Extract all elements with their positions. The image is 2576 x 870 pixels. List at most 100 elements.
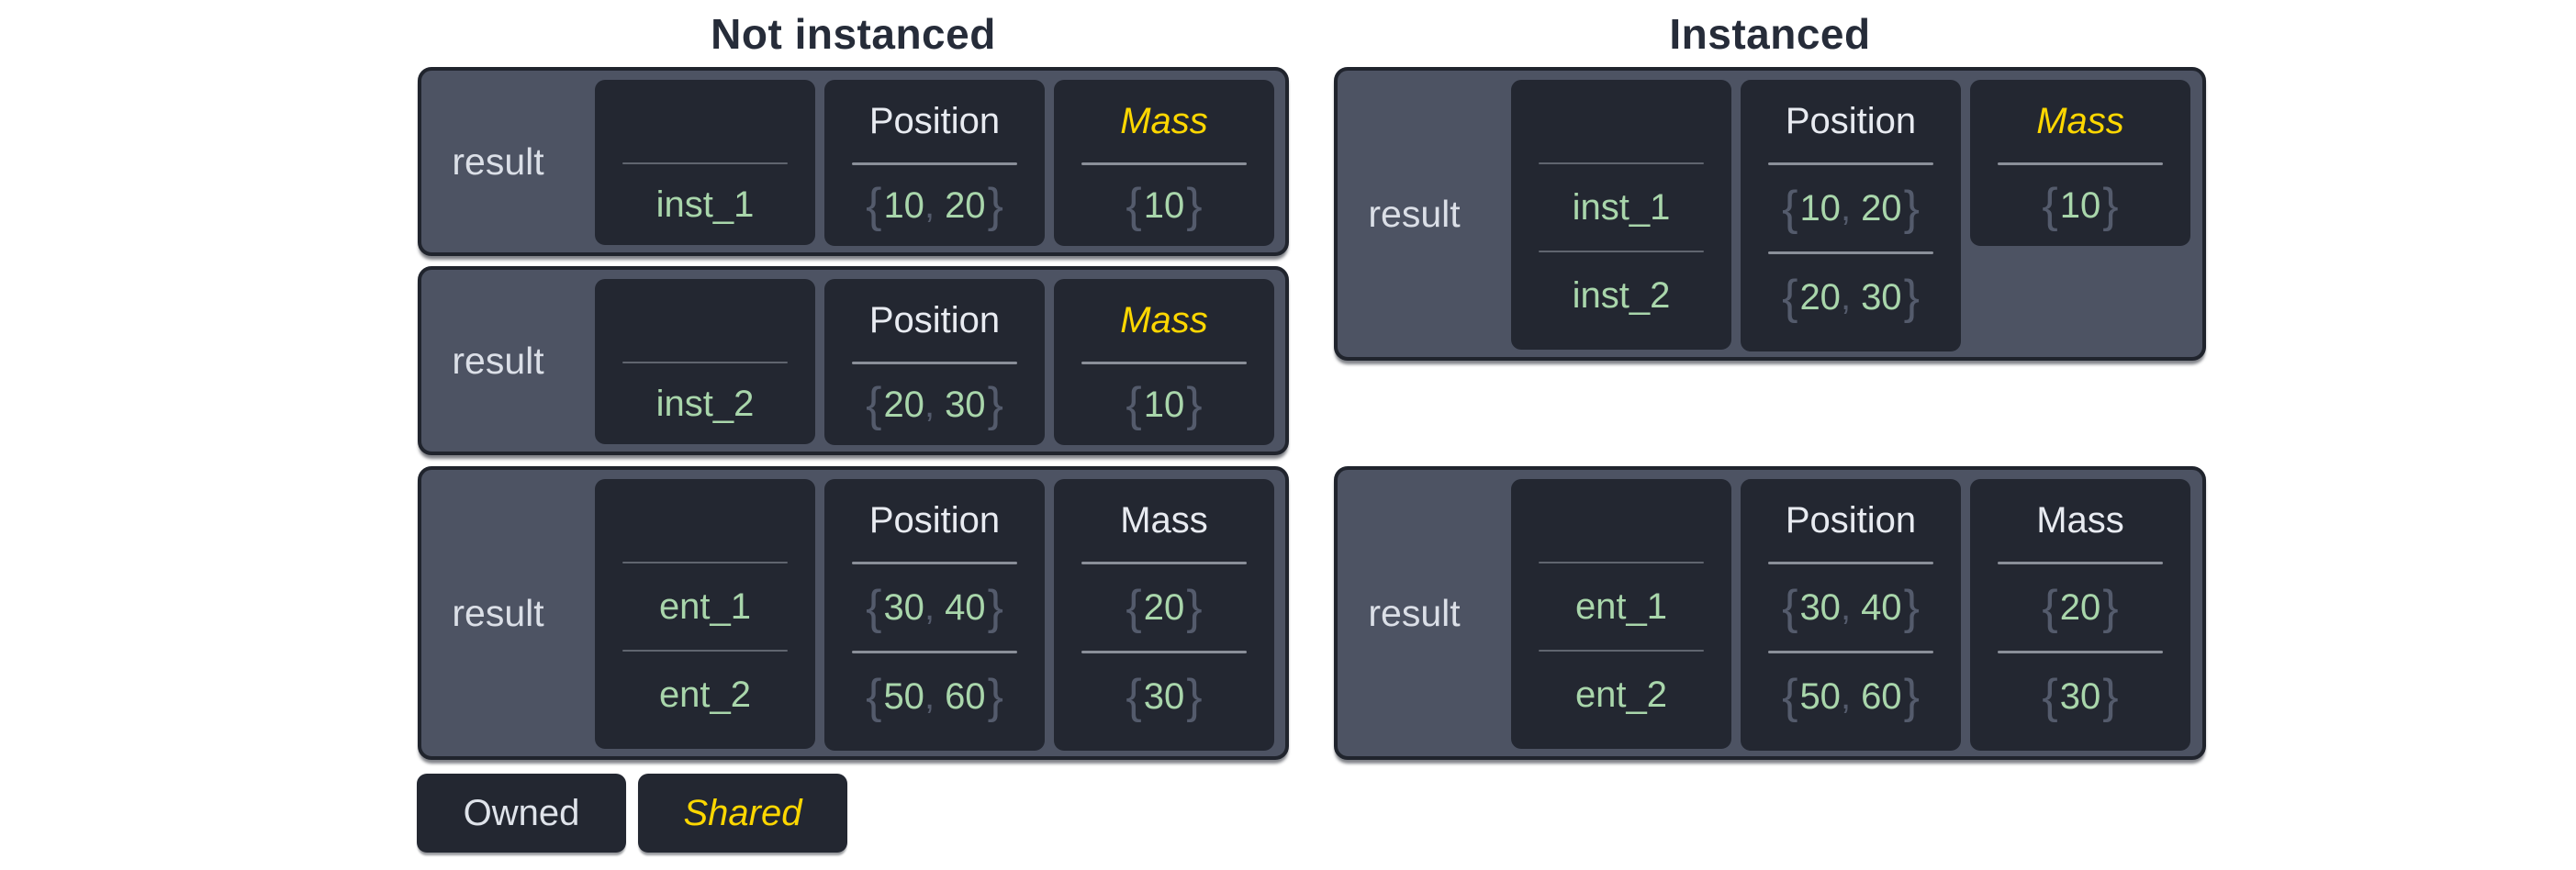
position-column: Position {30,40} {50,60} bbox=[1741, 479, 1961, 751]
result-table-entities: result ent_1 ent_2 Position {30,40} {50,… bbox=[418, 466, 1289, 760]
header-divider bbox=[1768, 162, 1933, 165]
comma: , bbox=[924, 184, 935, 226]
section-title-not-instanced: Not instanced bbox=[711, 10, 996, 58]
header-divider bbox=[1998, 162, 2163, 165]
value-number: 10 bbox=[1143, 184, 1185, 226]
value-cell: {20} bbox=[2042, 581, 2119, 634]
column-header-mass-shared: Mass bbox=[1120, 100, 1208, 141]
value-number: 40 bbox=[945, 586, 986, 628]
legend-owned-box: Owned bbox=[417, 774, 626, 853]
value-cell: {10} bbox=[1126, 179, 1203, 232]
column-header-blank bbox=[1511, 479, 1731, 562]
row-divider bbox=[622, 562, 788, 563]
table-columns: inst_1 inst_2 Position {10,20} {20,30} M… bbox=[1511, 71, 2201, 357]
row-divider bbox=[1539, 562, 1704, 563]
result-table-instanced-entities: result ent_1 ent_2 Position {30,40} {50,… bbox=[1334, 466, 2206, 760]
value-cell: {10,20} bbox=[866, 179, 1003, 232]
legend-shared-label: Shared bbox=[683, 792, 802, 833]
position-column: Position {10,20} {20,30} bbox=[1741, 80, 1961, 351]
position-column: Position {20,30} bbox=[824, 279, 1045, 445]
table-columns: inst_1 Position {10,20} Mass {10} bbox=[595, 71, 1285, 252]
row-divider bbox=[1081, 651, 1247, 653]
value-number: 60 bbox=[945, 675, 986, 717]
value-cell: {10,20} bbox=[1782, 182, 1920, 235]
comma: , bbox=[924, 586, 935, 628]
result-label: result bbox=[452, 591, 544, 634]
value-cell: {20,30} bbox=[866, 378, 1003, 431]
row-divider bbox=[852, 651, 1017, 653]
entity-name-column: inst_1 bbox=[595, 80, 815, 245]
value-number: 30 bbox=[1799, 586, 1841, 628]
mass-column: Mass {10} bbox=[1054, 80, 1274, 246]
result-table-instanced: result inst_1 inst_2 Position {10,20} {2… bbox=[1334, 67, 2206, 361]
mass-column-shared-single: Mass {10} bbox=[1970, 80, 2190, 246]
entity-name-cell: inst_1 bbox=[1572, 186, 1671, 228]
value-number: 20 bbox=[1143, 586, 1185, 628]
row-divider bbox=[1768, 251, 1933, 254]
comma: , bbox=[1840, 586, 1852, 628]
result-label: result bbox=[1368, 192, 1461, 235]
entity-name-column: ent_1 ent_2 bbox=[595, 479, 815, 749]
column-header-blank bbox=[1511, 80, 1731, 162]
entity-name-cell: ent_2 bbox=[658, 674, 752, 715]
value-number: 30 bbox=[945, 384, 986, 425]
legend-shared-box: Shared bbox=[638, 774, 847, 853]
position-column: Position {30,40} {50,60} bbox=[824, 479, 1045, 751]
row-divider bbox=[622, 162, 788, 164]
column-header-mass: Mass bbox=[2036, 499, 2124, 541]
value-cell: {20,30} bbox=[1782, 271, 1920, 324]
entity-name-cell: inst_2 bbox=[655, 383, 755, 424]
entity-name-column: inst_1 inst_2 bbox=[1511, 80, 1731, 350]
position-column: Position {10,20} bbox=[824, 80, 1045, 246]
value-number: 50 bbox=[1799, 675, 1841, 717]
result-label: result bbox=[452, 139, 544, 183]
table-columns: ent_1 ent_2 Position {30,40} {50,60} Mas… bbox=[595, 470, 1285, 756]
value-number: 30 bbox=[883, 586, 924, 628]
column-header-position: Position bbox=[1785, 100, 1917, 141]
row-divider bbox=[1539, 162, 1704, 164]
entity-name-cell: ent_2 bbox=[1574, 674, 1668, 715]
result-table-inst2: result inst_2 Position {20,30} Mass {10} bbox=[418, 266, 1289, 455]
header-divider bbox=[1081, 362, 1247, 364]
header-divider bbox=[852, 362, 1017, 364]
value-number: 30 bbox=[1143, 675, 1185, 717]
column-header-mass-shared: Mass bbox=[1120, 299, 1208, 340]
value-number: 10 bbox=[1799, 187, 1841, 229]
table-columns: inst_2 Position {20,30} Mass {10} bbox=[595, 270, 1285, 452]
value-number: 40 bbox=[1861, 586, 1902, 628]
value-number: 10 bbox=[2059, 184, 2101, 226]
mass-column: Mass {20} {30} bbox=[1970, 479, 2190, 751]
column-header-blank bbox=[595, 80, 815, 162]
comma: , bbox=[1840, 276, 1852, 318]
column-header-mass: Mass bbox=[1120, 499, 1208, 541]
result-label: result bbox=[452, 339, 544, 382]
value-cell: {30,40} bbox=[866, 581, 1003, 634]
column-header-blank bbox=[595, 279, 815, 362]
value-number: 30 bbox=[1861, 276, 1902, 318]
entity-name-column: inst_2 bbox=[595, 279, 815, 444]
entity-name-column: ent_1 ent_2 bbox=[1511, 479, 1731, 749]
header-divider bbox=[852, 162, 1017, 165]
entity-name-cell: inst_1 bbox=[655, 184, 755, 225]
entity-name-cell: ent_1 bbox=[658, 586, 752, 627]
legend-owned-label: Owned bbox=[463, 792, 580, 833]
mass-column: Mass {10} bbox=[1054, 279, 1274, 445]
column-header-position: Position bbox=[868, 299, 1001, 340]
comma: , bbox=[924, 675, 935, 717]
column-header-position: Position bbox=[868, 499, 1001, 541]
entity-name-cell: ent_1 bbox=[1574, 586, 1668, 627]
header-divider bbox=[1081, 562, 1247, 564]
header-divider bbox=[1998, 562, 2163, 564]
value-number: 20 bbox=[2059, 586, 2101, 628]
value-number: 20 bbox=[945, 184, 986, 226]
row-divider bbox=[622, 362, 788, 363]
row-divider bbox=[1768, 651, 1933, 653]
result-label: result bbox=[1368, 591, 1461, 634]
value-number: 20 bbox=[883, 384, 924, 425]
header-divider bbox=[1768, 562, 1933, 564]
value-number: 60 bbox=[1861, 675, 1902, 717]
header-divider bbox=[1081, 162, 1247, 165]
result-table-inst1: result inst_1 Position {10,20} Mass {10} bbox=[418, 67, 1289, 256]
column-header-blank bbox=[595, 479, 815, 562]
